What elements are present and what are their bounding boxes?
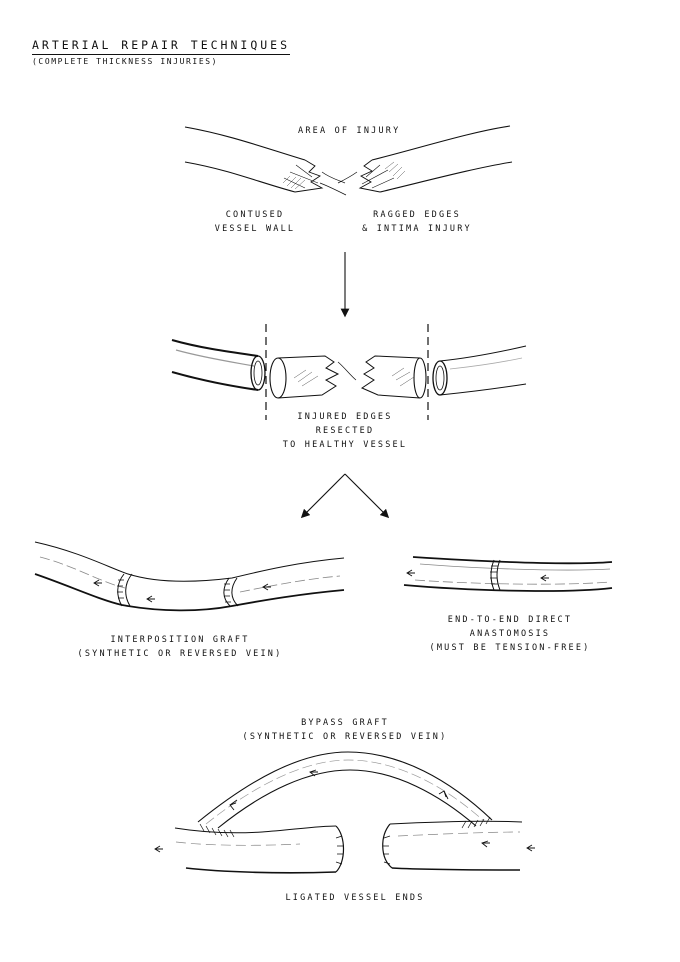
bypass-note: BYPASS GRAFT (SYNTHETIC OR REVERSED VEIN… [242,718,448,742]
flow-arrow-icons-a [93,579,271,603]
ligated-ends-note: LIGATED VESSEL ENDS [285,893,425,903]
page-title: ARTERIAL REPAIR TECHNIQUES [32,38,291,55]
split-arrows [300,473,390,519]
injured-vessel [184,125,513,196]
contused-note: CONTUSED VESSEL WALL [214,210,296,234]
flow-arrow-icons-c [154,769,535,853]
interposition-note: INTERPOSITION GRAFT (SYNTHETIC OR REVERS… [77,635,283,659]
page-subtitle: (COMPLETE THICKNESS INJURIES) [32,57,219,66]
interposition-graft [34,541,345,612]
resected-note: INJURED EDGES RESECTED TO HEALTHY VESSEL [282,412,408,450]
anastomosis-note: END-TO-END DIRECT ANASTOMOSIS (MUST BE T… [429,615,591,653]
bypass-graft [174,751,523,874]
area-of-injury-label: AREA OF INJURY [298,126,401,136]
end-to-end-anastomosis [403,556,613,592]
resected-vessel [171,324,527,420]
contusion-hatching [282,161,406,190]
flow-arrow-icons-b [406,569,549,582]
ragged-edges-note: RAGGED EDGES & INTIMA INJURY [362,210,472,234]
